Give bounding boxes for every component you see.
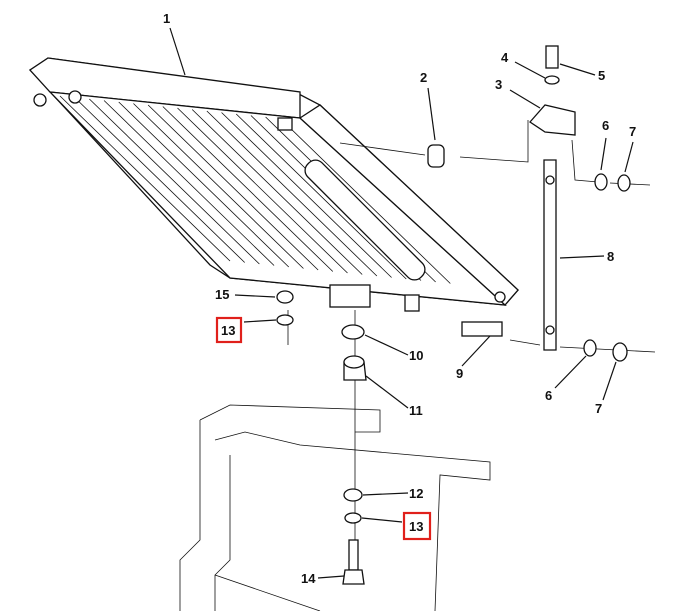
radiator-fin [74,97,245,263]
radiator-fin [206,110,378,277]
callout-4: 4 [501,50,509,65]
washer-6a [594,173,608,191]
callout-8: 8 [607,249,614,264]
screw-5 [545,45,559,69]
callout-7-lower: 7 [595,401,602,416]
callout-6-lower: 6 [545,388,552,403]
callout-11: 11 [409,403,423,418]
brace-8 [543,159,557,351]
callout-2: 2 [420,70,427,85]
radiator-fin [89,98,260,265]
nut-15 [276,290,294,304]
callout-6: 6 [602,118,609,133]
callout-3: 3 [495,77,502,92]
radiator-fin [280,118,451,284]
radiator-fin [221,112,392,278]
washer-13b [344,512,362,524]
callout-1: 1 [163,11,170,26]
nut-7b [612,342,628,362]
radiator-fin [235,113,407,280]
highlight-box-13-lower [402,511,432,541]
callout-13-upper: 13 [221,323,235,338]
washer-6b [583,339,597,357]
washer-10 [341,324,365,340]
radiator-part-1 [29,57,519,312]
washer-4 [544,75,560,85]
radiator-fin [59,95,231,262]
radiator-fin [191,109,363,275]
radiator-fin [118,101,290,268]
leader-lines [169,27,634,579]
callout-5: 5 [598,68,605,83]
nut-7a [617,174,631,192]
radiator-fin [103,100,275,266]
callout-7: 7 [629,124,636,139]
mounting-hardware [276,45,656,585]
vehicle-frame [179,404,491,611]
callout-13-lower: 13 [409,519,423,534]
callout-12: 12 [409,486,423,501]
callout-14: 14 [301,571,316,586]
radiator-fin [177,107,348,274]
bolt-14 [348,539,359,571]
washer-13a [276,314,294,326]
bushing-2 [427,144,445,168]
bolt-9 [461,321,503,337]
radiator-fin [162,106,334,272]
radiator-fin [147,104,319,271]
washer-12 [343,488,363,502]
callout-15: 15 [215,287,229,302]
radiator-fin [133,103,304,269]
highlight-box-13-upper [215,316,243,344]
callout-9: 9 [456,366,463,381]
bracket-3 [529,104,576,136]
callout-10: 10 [409,348,423,363]
